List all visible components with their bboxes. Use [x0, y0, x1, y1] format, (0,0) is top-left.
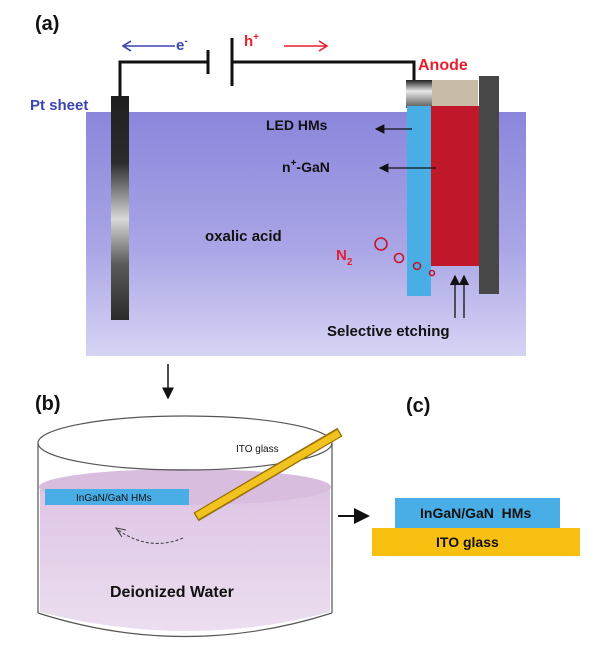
- panel-c-letter: (c): [406, 395, 430, 417]
- anode-top-clip: [406, 80, 432, 108]
- battery-icon: [206, 38, 234, 86]
- motion-arrow: [117, 529, 184, 544]
- led-hms-layer: [407, 106, 431, 296]
- hole-label: h+: [244, 32, 259, 50]
- hms-strip: [45, 489, 189, 505]
- motion-arrow-head: [114, 527, 127, 538]
- pt-sheet-label: Pt sheet: [30, 97, 88, 114]
- panel-a-letter: (a): [35, 13, 59, 35]
- anode-backplate: [479, 76, 499, 294]
- n2-bubbles: [374, 237, 436, 277]
- etching-arrows: [449, 274, 470, 318]
- n2-label: N2: [336, 247, 353, 268]
- hms-strip-label: InGaN/GaN HMs: [76, 493, 152, 504]
- anode-cap: [432, 80, 478, 108]
- electron-arrow-head: [121, 40, 132, 52]
- ito-glass-label-b: ITO glass: [236, 444, 279, 455]
- anode-label: Anode: [418, 57, 468, 74]
- hole-arrow-head: [318, 40, 329, 52]
- circuit-wire: [118, 60, 416, 96]
- hms-label-c: InGaN/GaN HMs: [420, 505, 531, 521]
- n-gan-layer: [431, 106, 479, 266]
- selective-etching-label: Selective etching: [327, 323, 450, 340]
- beaker: [37, 415, 333, 638]
- beaker-water: [40, 474, 330, 631]
- pt-sheet-electrode: [111, 96, 129, 320]
- led-hms-label: LED HMs: [266, 117, 328, 133]
- panel-b-letter: (b): [35, 393, 61, 415]
- electron-label: e-: [176, 36, 188, 54]
- water-label: Deionized Water: [110, 584, 234, 601]
- oxalic-acid-label: oxalic acid: [205, 228, 282, 245]
- ito-glass-rod-fill: [195, 429, 341, 520]
- ito-glass-label-c: ITO glass: [436, 534, 499, 550]
- ito-glass-substrate-c: [372, 528, 580, 556]
- hms-layer-c: [395, 498, 560, 528]
- n-gan-label: n+-GaN: [282, 158, 330, 175]
